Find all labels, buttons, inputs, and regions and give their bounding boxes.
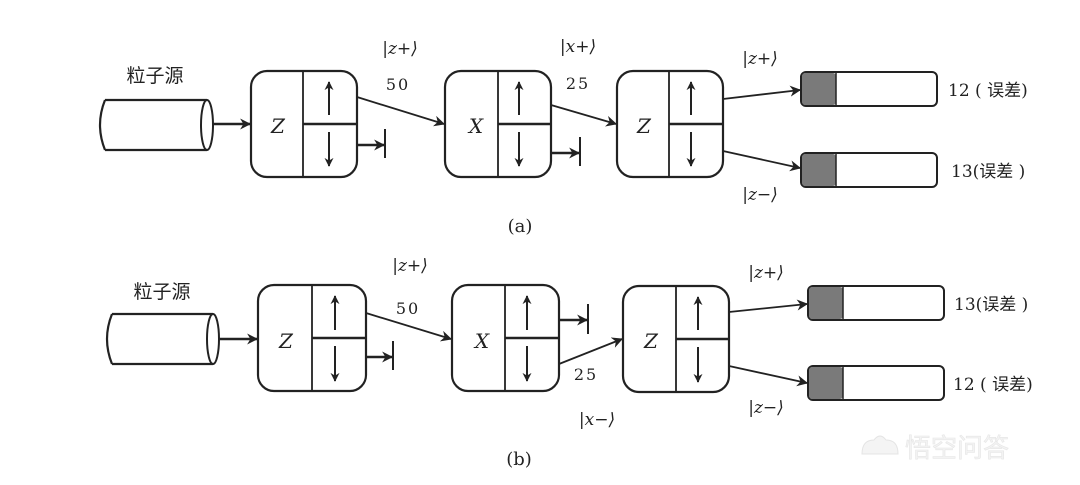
beam-state-label: |z+⟩	[392, 256, 428, 276]
beam-state-label: |x−⟩	[579, 410, 615, 430]
watermark: 悟空问答	[861, 434, 1009, 464]
detector-count-label: 12 ( 误差)	[953, 375, 1033, 395]
analyzer-axis-label: Z	[278, 329, 294, 353]
beam-state-label: |x+⟩	[560, 37, 596, 57]
output-state-label: |z+⟩	[748, 263, 784, 283]
detector-count-label: 13(误差 )	[954, 295, 1028, 315]
beam-block-stop	[551, 137, 581, 166]
wukong-cloud-icon	[861, 435, 899, 455]
analyzer-axis-label: Z	[270, 114, 286, 138]
beam-count-label: 50	[396, 299, 420, 318]
detector-count-label: 12 ( 误差)	[948, 81, 1028, 101]
beam-block-stop	[357, 129, 386, 158]
panel-caption: (a)	[508, 216, 533, 237]
analyzer-box: Z	[621, 284, 731, 394]
analyzer-axis-label: Z	[636, 114, 652, 138]
particle-source-label: 粒子源	[133, 281, 190, 303]
detector-bar	[800, 71, 938, 107]
beam-block-stop	[366, 341, 394, 370]
analyzer-axis-label: Z	[643, 329, 659, 353]
beam-arrow	[722, 85, 802, 100]
panel-b: 粒子源 Z |z+⟩ 50 X	[105, 256, 1033, 470]
beam-block-stop	[559, 304, 589, 334]
beam-count-label: 25	[574, 365, 598, 384]
analyzer-box: Z	[256, 283, 368, 393]
beam-arrow	[728, 299, 809, 313]
detector-bar	[807, 365, 945, 401]
analyzer-box: Z	[615, 69, 725, 179]
beam-arrow	[558, 337, 624, 365]
panel-caption: (b)	[506, 449, 532, 470]
detector-bar	[800, 152, 938, 188]
analyzer-box: X	[450, 283, 561, 393]
output-state-label: |z+⟩	[742, 49, 778, 69]
detector-count-label: 13(误差 )	[951, 162, 1025, 182]
beam-state-label: |z+⟩	[382, 39, 418, 59]
beam-count-label: 25	[566, 74, 590, 93]
analyzer-axis-label: X	[473, 329, 490, 353]
particle-source-cylinder	[105, 312, 220, 366]
detector-bar	[807, 285, 945, 321]
particle-source-label: 粒子源	[126, 65, 183, 87]
beam-arrow	[722, 150, 802, 172]
beam-arrow	[365, 312, 453, 342]
beam-arrow	[550, 104, 618, 127]
panel-a: 粒子源 Z |z+⟩ 50 X	[98, 37, 1028, 237]
beam-arrow	[728, 365, 809, 387]
output-state-label: |z−⟩	[742, 185, 778, 205]
analyzer-box: X	[443, 69, 553, 179]
analyzer-box: Z	[249, 69, 359, 179]
beam-count-label: 50	[386, 75, 410, 94]
particle-source-cylinder	[98, 98, 214, 152]
watermark-text: 悟空问答	[905, 434, 1009, 464]
beam-arrow	[356, 96, 446, 127]
output-state-label: |z−⟩	[748, 398, 784, 418]
analyzer-axis-label: X	[467, 114, 484, 138]
